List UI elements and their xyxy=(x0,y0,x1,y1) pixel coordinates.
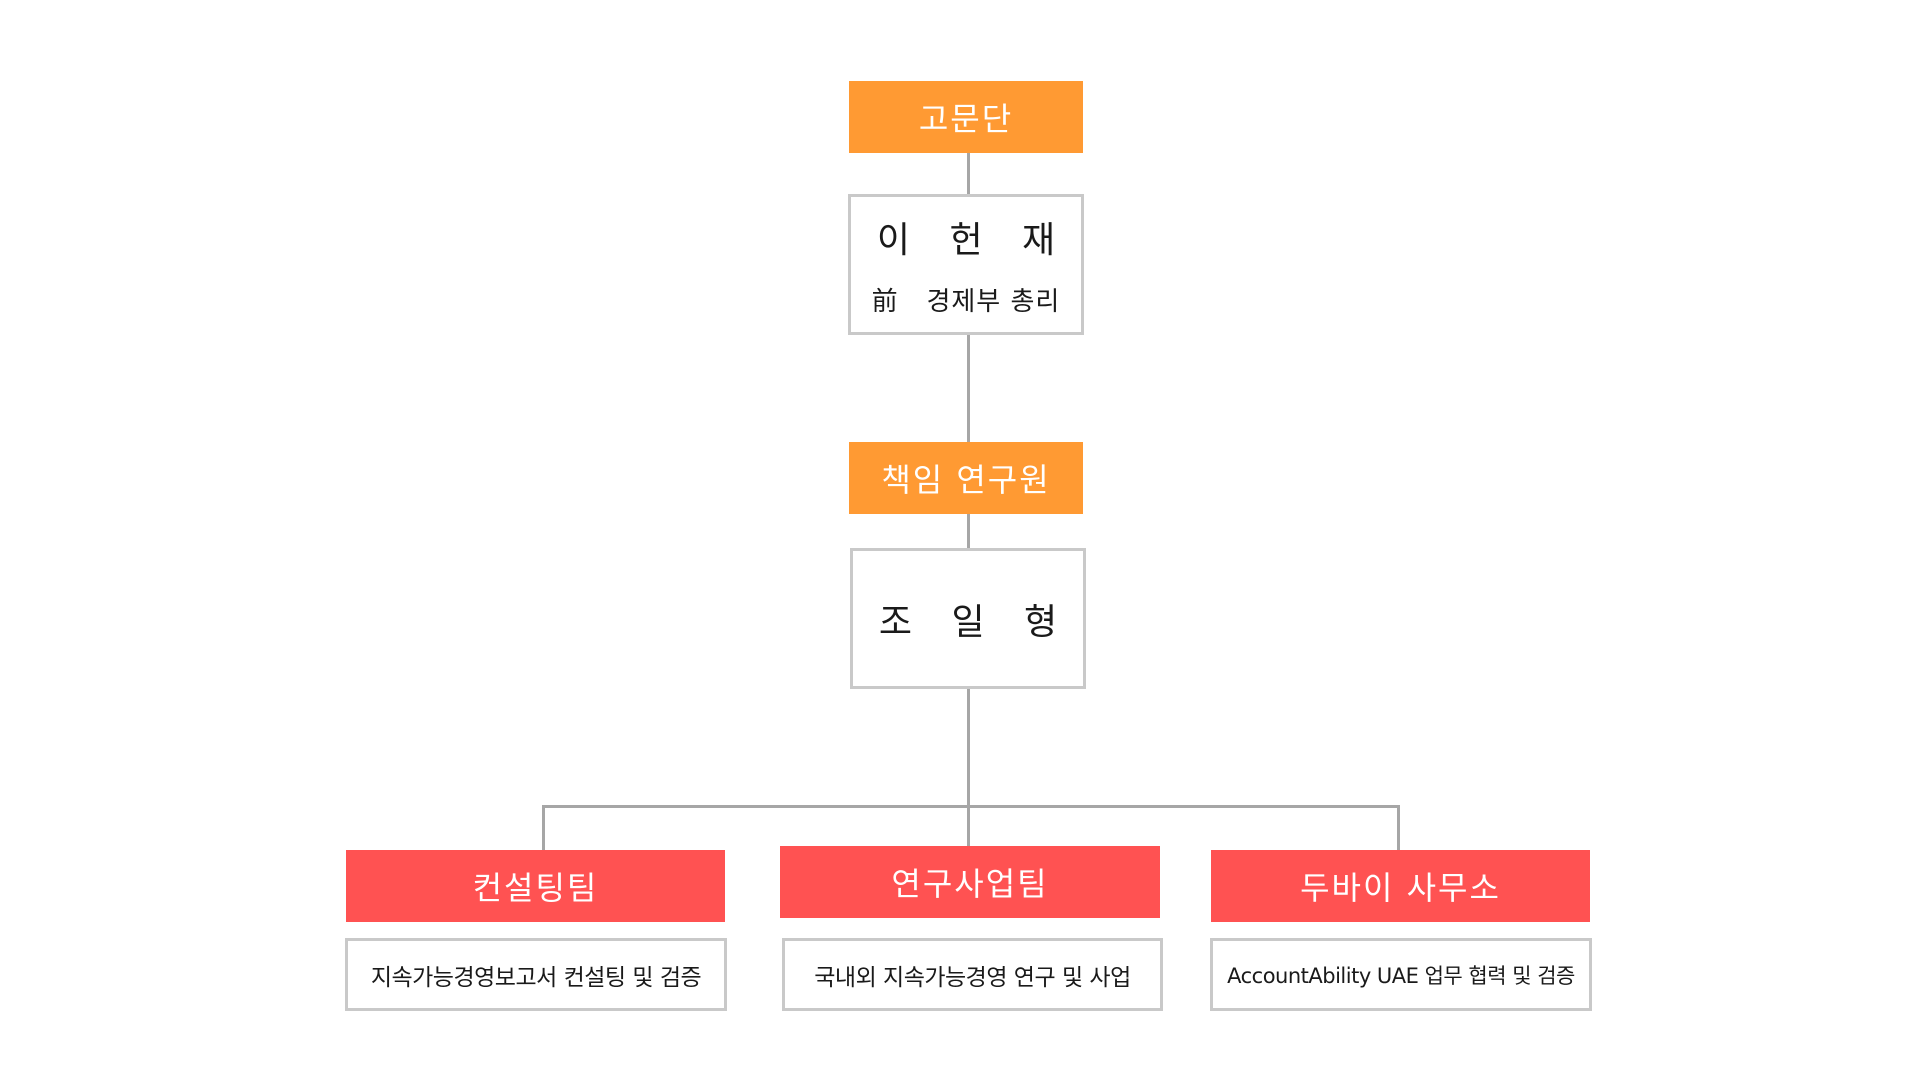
advisory-person-title: 前 경제부 총리 xyxy=(871,287,1061,317)
connector-team-bus xyxy=(542,805,1400,808)
connector-advisory-to-person xyxy=(967,153,970,195)
team-research-description: 국내외 지속가능경영 연구 및 사업 xyxy=(814,964,1131,991)
connector-bus-to-dubai xyxy=(1397,805,1400,850)
team-consulting-description-card: 지속가능경영보고서 컨설팅 및 검증 xyxy=(345,938,727,1011)
lead-researcher-header: 책임 연구원 xyxy=(849,442,1083,514)
lead-researcher-header-label: 책임 연구원 xyxy=(881,461,1051,499)
connector-bus-to-consulting xyxy=(542,805,545,850)
team-consulting-name: 컨설팅팀 xyxy=(472,869,599,907)
team-consulting-header: 컨설팅팀 xyxy=(346,850,725,922)
connector-lead-to-person xyxy=(967,514,970,550)
team-dubai-header: 두바이 사무소 xyxy=(1211,850,1590,922)
lead-researcher-card: 조 일 형 xyxy=(850,548,1086,689)
advisory-person-name: 이 헌 재 xyxy=(876,220,1070,261)
advisory-person-card: 이 헌 재 前 경제부 총리 xyxy=(848,194,1084,335)
team-dubai-description: AccountAbility UAE 업무 협력 및 검증 xyxy=(1227,963,1575,988)
lead-researcher-name: 조 일 형 xyxy=(878,601,1072,643)
team-research-description-card: 국내외 지속가능경영 연구 및 사업 xyxy=(782,938,1163,1011)
advisory-header: 고문단 xyxy=(849,81,1083,153)
team-dubai-name: 두바이 사무소 xyxy=(1300,869,1501,907)
team-dubai-description-card: AccountAbility UAE 업무 협력 및 검증 xyxy=(1210,938,1592,1011)
team-research-name: 연구사업팀 xyxy=(891,865,1049,903)
team-research-header: 연구사업팀 xyxy=(780,846,1160,918)
connector-lead-person-to-bus xyxy=(967,688,970,846)
advisory-header-label: 고문단 xyxy=(918,100,1014,138)
team-consulting-description: 지속가능경영보고서 컨설팅 및 검증 xyxy=(370,964,702,991)
connector-person-to-lead xyxy=(967,335,970,442)
